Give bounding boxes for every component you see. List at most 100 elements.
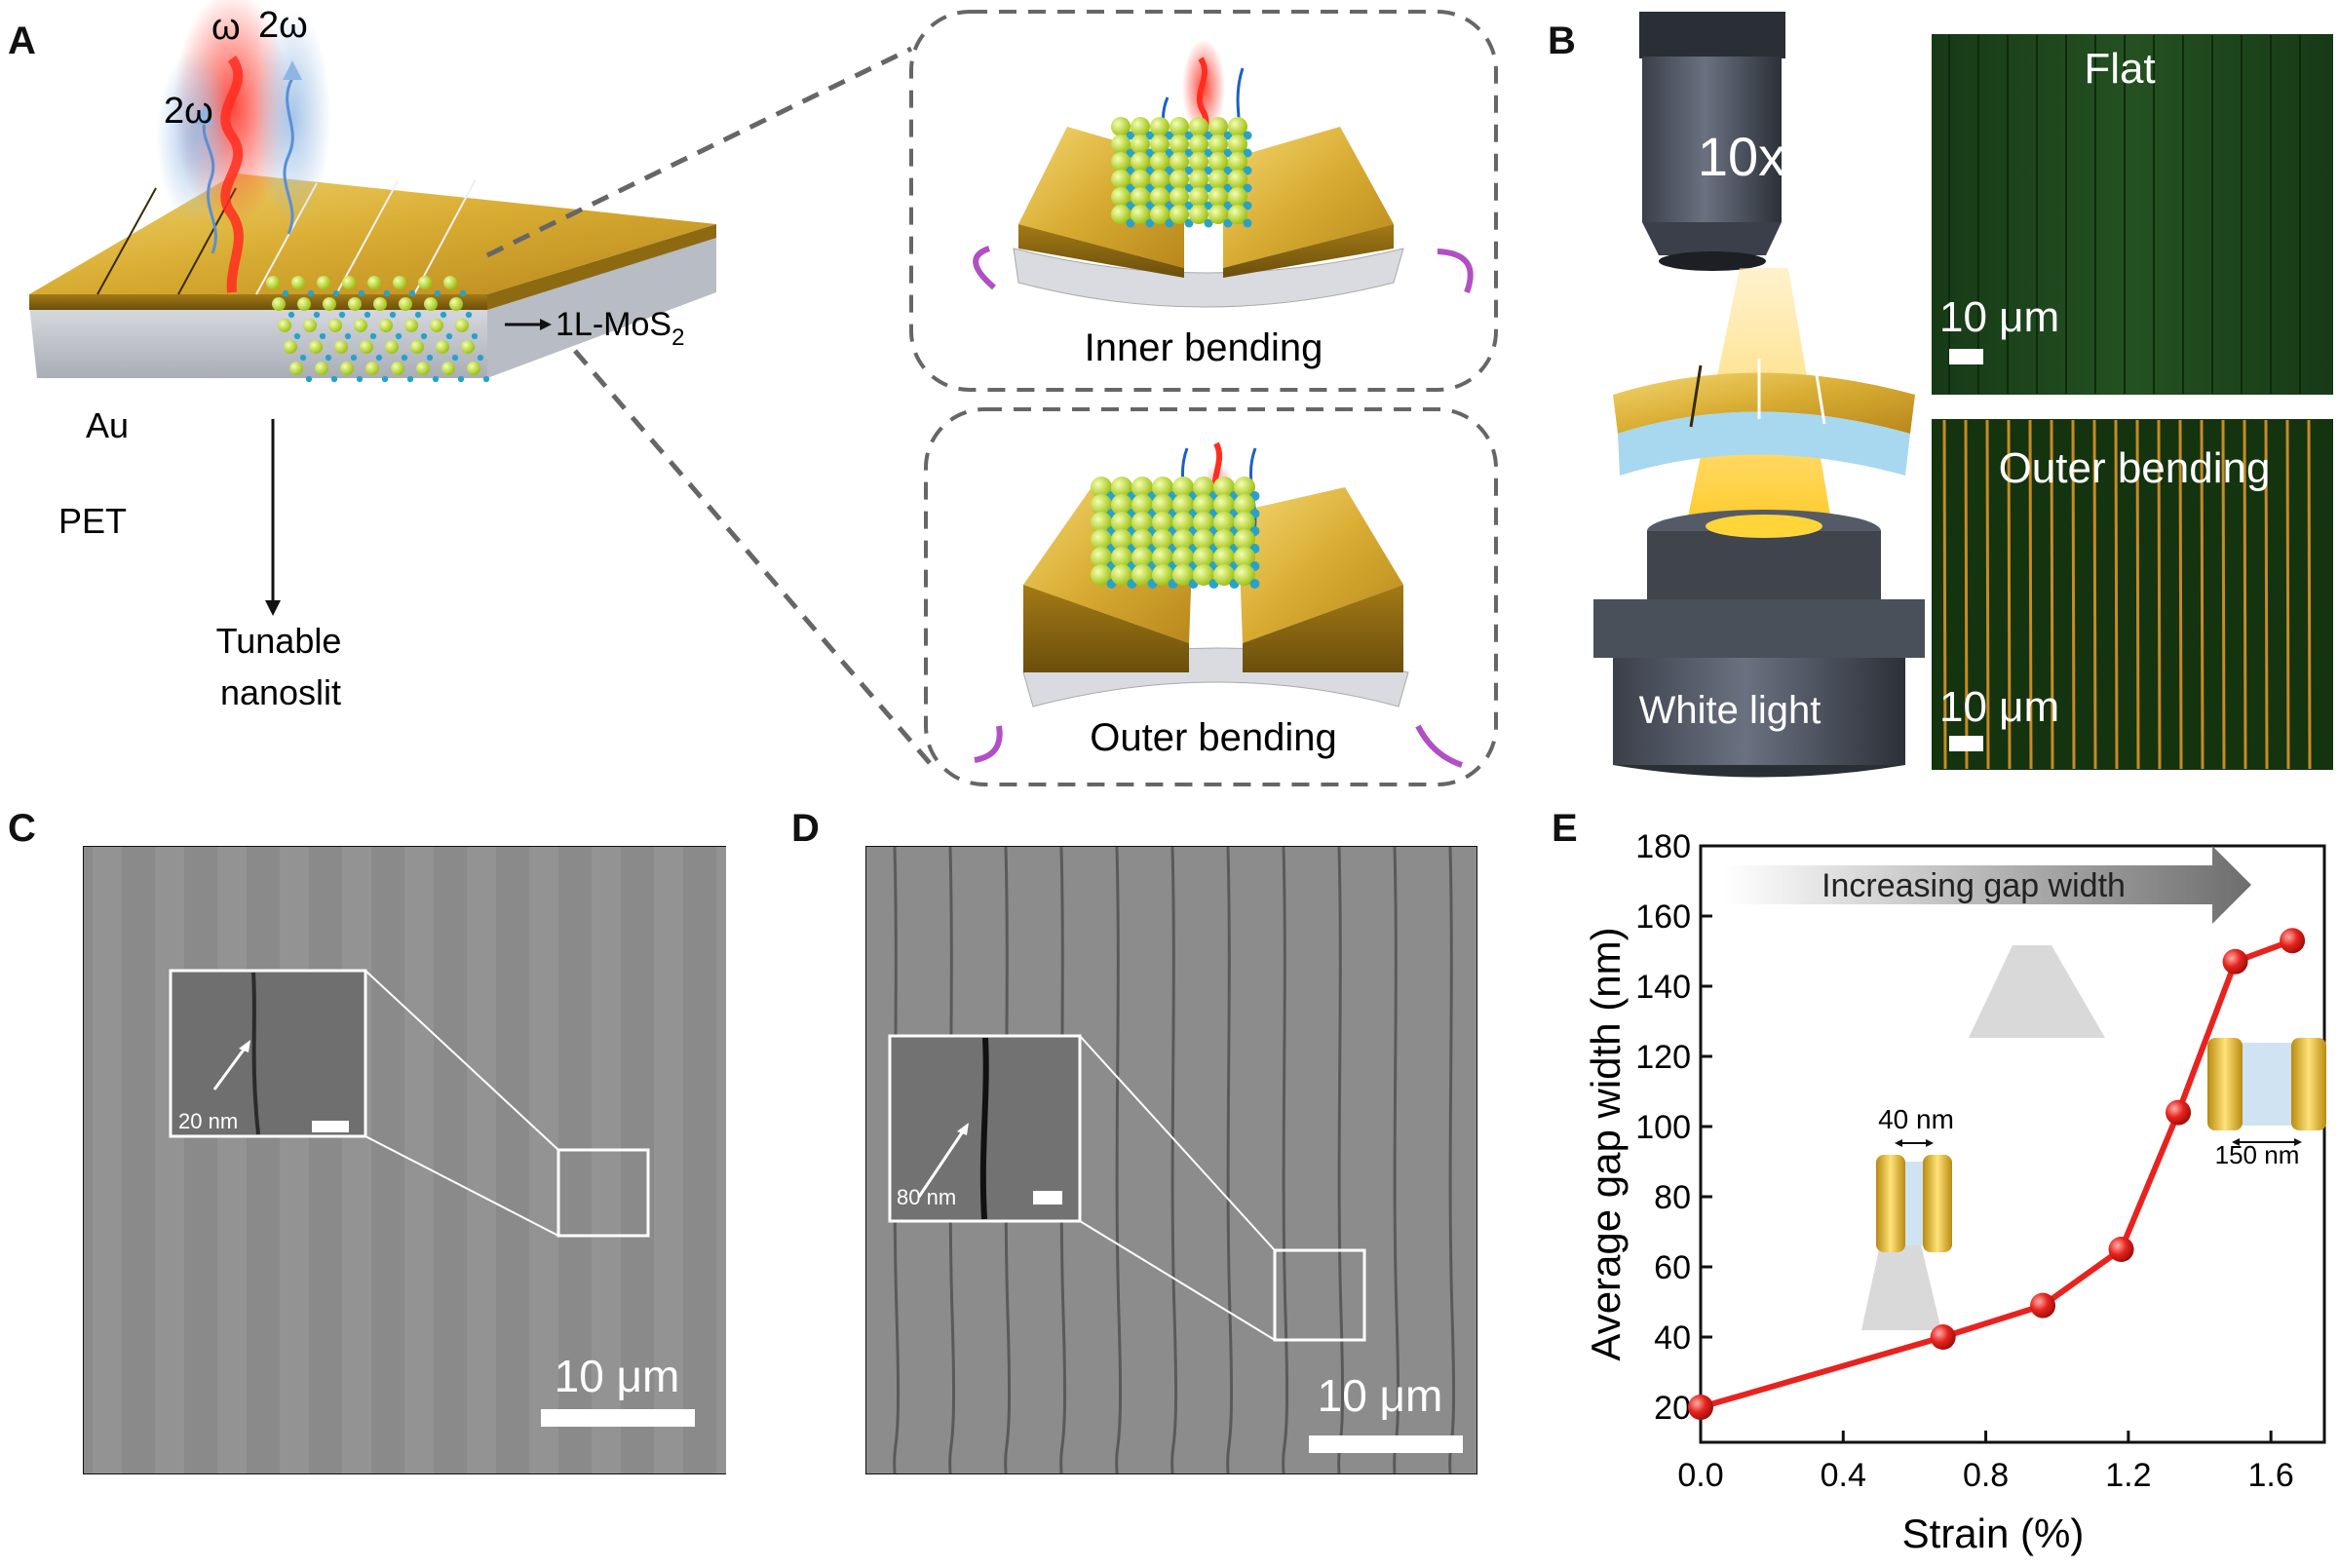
lattice-atom [1091, 547, 1112, 568]
trend-arrow-label: Increasing gap width [1821, 867, 2126, 904]
right-gap-label: 150 nm [2215, 1140, 2300, 1169]
lattice-atom [1208, 117, 1228, 136]
lattice-atom-small [426, 354, 434, 362]
lattice-atom-small [445, 332, 453, 340]
lattice-atom-small [414, 311, 422, 319]
lattice-atom-small [1204, 218, 1213, 228]
data-point [2030, 1292, 2056, 1319]
sem-d-scale-bar [1309, 1435, 1463, 1453]
lattice-atom-small [1126, 218, 1135, 228]
lattice-atom [410, 340, 424, 354]
white-light-source [1593, 510, 1925, 778]
lattice-atom [334, 340, 348, 354]
inner-bending-box [909, 10, 1498, 392]
outer-stripe [1942, 419, 1947, 770]
lattice-atom [360, 340, 373, 354]
lattice-atom [455, 319, 469, 332]
lattice-atom [1172, 529, 1194, 551]
lattice-atom-small [1165, 218, 1174, 228]
sem-stripe [716, 847, 726, 1473]
sem-d-scale-label: 10 μm [1318, 1370, 1443, 1421]
lattice-atom-small [471, 332, 479, 340]
lattice-atom [315, 362, 328, 375]
flat-scale-bar [1949, 349, 1983, 364]
lattice-atom [1111, 512, 1132, 533]
lattice-atom-small [434, 289, 441, 297]
omega-label: ω [211, 7, 241, 48]
lattice-atom [1208, 205, 1228, 224]
lattice-atom [1213, 494, 1235, 516]
lattice-atom [1213, 512, 1235, 533]
lattice-atom [1213, 529, 1235, 551]
lattice-atom [1111, 205, 1131, 224]
lattice-atom [272, 297, 286, 311]
lattice-atom-small [1145, 201, 1155, 210]
x-tick-label: 0.0 [1677, 1457, 1723, 1494]
lattice-atom [393, 276, 406, 289]
inset-c-label: 20 nm [178, 1109, 238, 1133]
lattice-atom-small [482, 375, 490, 383]
lattice-atom [1152, 494, 1173, 516]
lattice-atom [467, 362, 480, 375]
nanoslit-label: nanoslit [220, 672, 341, 712]
lattice-atom [1091, 564, 1112, 586]
objective-label: 10x [1698, 126, 1785, 187]
lattice-atom [1193, 494, 1214, 516]
sem-stripe [280, 847, 309, 1473]
inset-c [169, 969, 367, 1138]
inner-arrow-left [973, 246, 996, 290]
y-tick-label: 180 [1635, 828, 1691, 865]
lattice-atom-small [1223, 131, 1233, 140]
sem-crack [893, 846, 901, 1474]
lattice-atom [1152, 512, 1173, 533]
lattice-atom [1111, 134, 1131, 154]
lattice-atom [348, 297, 362, 311]
lattice-atom-small [1243, 131, 1252, 140]
lattice-atom [1111, 564, 1132, 586]
pet-label: PET [58, 501, 127, 541]
lattice-atom [1213, 547, 1235, 568]
outer-stripe [2114, 419, 2119, 770]
lattice-atom [1131, 547, 1153, 568]
panel-b-illustration: 10x White light Flat 10 μm Outer bending… [1593, 12, 2333, 778]
lattice-atom [1131, 564, 1153, 586]
zoom-line-bottom [573, 349, 938, 772]
lattice-atom [291, 276, 305, 289]
lattice-atom [309, 340, 323, 354]
lattice-atom-small [1184, 131, 1194, 140]
data-point [1688, 1395, 1713, 1420]
lattice-atom-small [465, 311, 473, 319]
lattice-atom [1111, 494, 1132, 516]
lattice-atom-small [1145, 166, 1155, 175]
outer-stripe [2200, 419, 2205, 770]
lattice-atom [1091, 477, 1112, 498]
lattice-atom [436, 340, 449, 354]
lattice-atom-small [1243, 166, 1252, 175]
lattice-atom [1193, 512, 1214, 533]
lattice-atom-small [330, 375, 338, 383]
outer-stripe [2007, 419, 2012, 770]
lattice-atom-small [1126, 183, 1135, 193]
two-omega-left-label: 2ω [164, 91, 213, 132]
lattice-atom [404, 319, 418, 332]
inset-d-scalebar [1033, 1191, 1062, 1205]
sem-c-scale-bar [541, 1409, 695, 1427]
bent-sample [1613, 359, 1915, 476]
lattice-atom [1091, 529, 1112, 551]
lattice-atom-small [1145, 218, 1155, 228]
outer-stripe [2092, 419, 2097, 770]
lattice-atom-small [1126, 148, 1135, 158]
lattice-atom-small [477, 354, 484, 362]
lattice-atom [1131, 187, 1150, 207]
y-tick-label: 80 [1654, 1179, 1691, 1216]
lattice-atom-small [288, 311, 295, 319]
lattice-atom [1172, 564, 1194, 586]
outer-stripe [2135, 419, 2140, 770]
lattice-atom-small [1204, 201, 1213, 210]
lattice-atom-small [1165, 201, 1174, 210]
layer-pointer-head [540, 319, 552, 330]
trend-arrow [1725, 846, 2251, 924]
lattice-atom-small [1184, 183, 1194, 193]
